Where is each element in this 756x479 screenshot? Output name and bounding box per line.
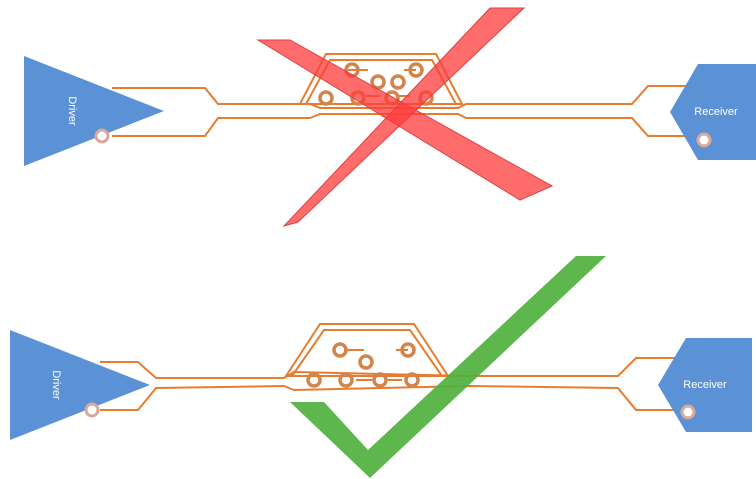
bottom-connector-outline-inner — [290, 329, 444, 377]
top-diagram: Driver Receiver — [24, 7, 756, 227]
x-mark-icon — [256, 7, 554, 227]
bottom-via — [338, 372, 354, 388]
top-driver-block — [24, 56, 164, 166]
top-via — [408, 62, 424, 78]
bottom-via — [404, 372, 420, 388]
check-mark-icon — [290, 256, 606, 478]
bottom-diagram: Driver Receiver — [10, 256, 752, 478]
top-via — [390, 74, 406, 90]
bottom-receiver-label: Receiver — [683, 379, 727, 391]
top-driver-pin — [94, 128, 110, 144]
bottom-traces — [100, 323, 700, 411]
bottom-via — [372, 372, 388, 388]
bottom-driver-block — [10, 330, 150, 440]
bottom-vias — [306, 342, 420, 388]
bottom-via — [306, 372, 322, 388]
top-via — [370, 74, 386, 90]
bottom-via — [358, 354, 374, 370]
top-receiver-pin — [696, 132, 712, 148]
bottom-via — [332, 342, 348, 358]
bottom-via — [400, 342, 416, 358]
top-via — [318, 90, 334, 106]
bottom-driver-pin — [84, 402, 100, 418]
bottom-trace-lower — [100, 384, 686, 411]
top-receiver-label: Receiver — [694, 106, 738, 118]
x-mark-stroke-b — [282, 7, 526, 227]
top-receiver-block — [670, 64, 756, 160]
top-driver-label: Driver — [66, 96, 78, 126]
bottom-receiver-pin — [680, 404, 696, 420]
bottom-driver-label: Driver — [50, 370, 62, 400]
